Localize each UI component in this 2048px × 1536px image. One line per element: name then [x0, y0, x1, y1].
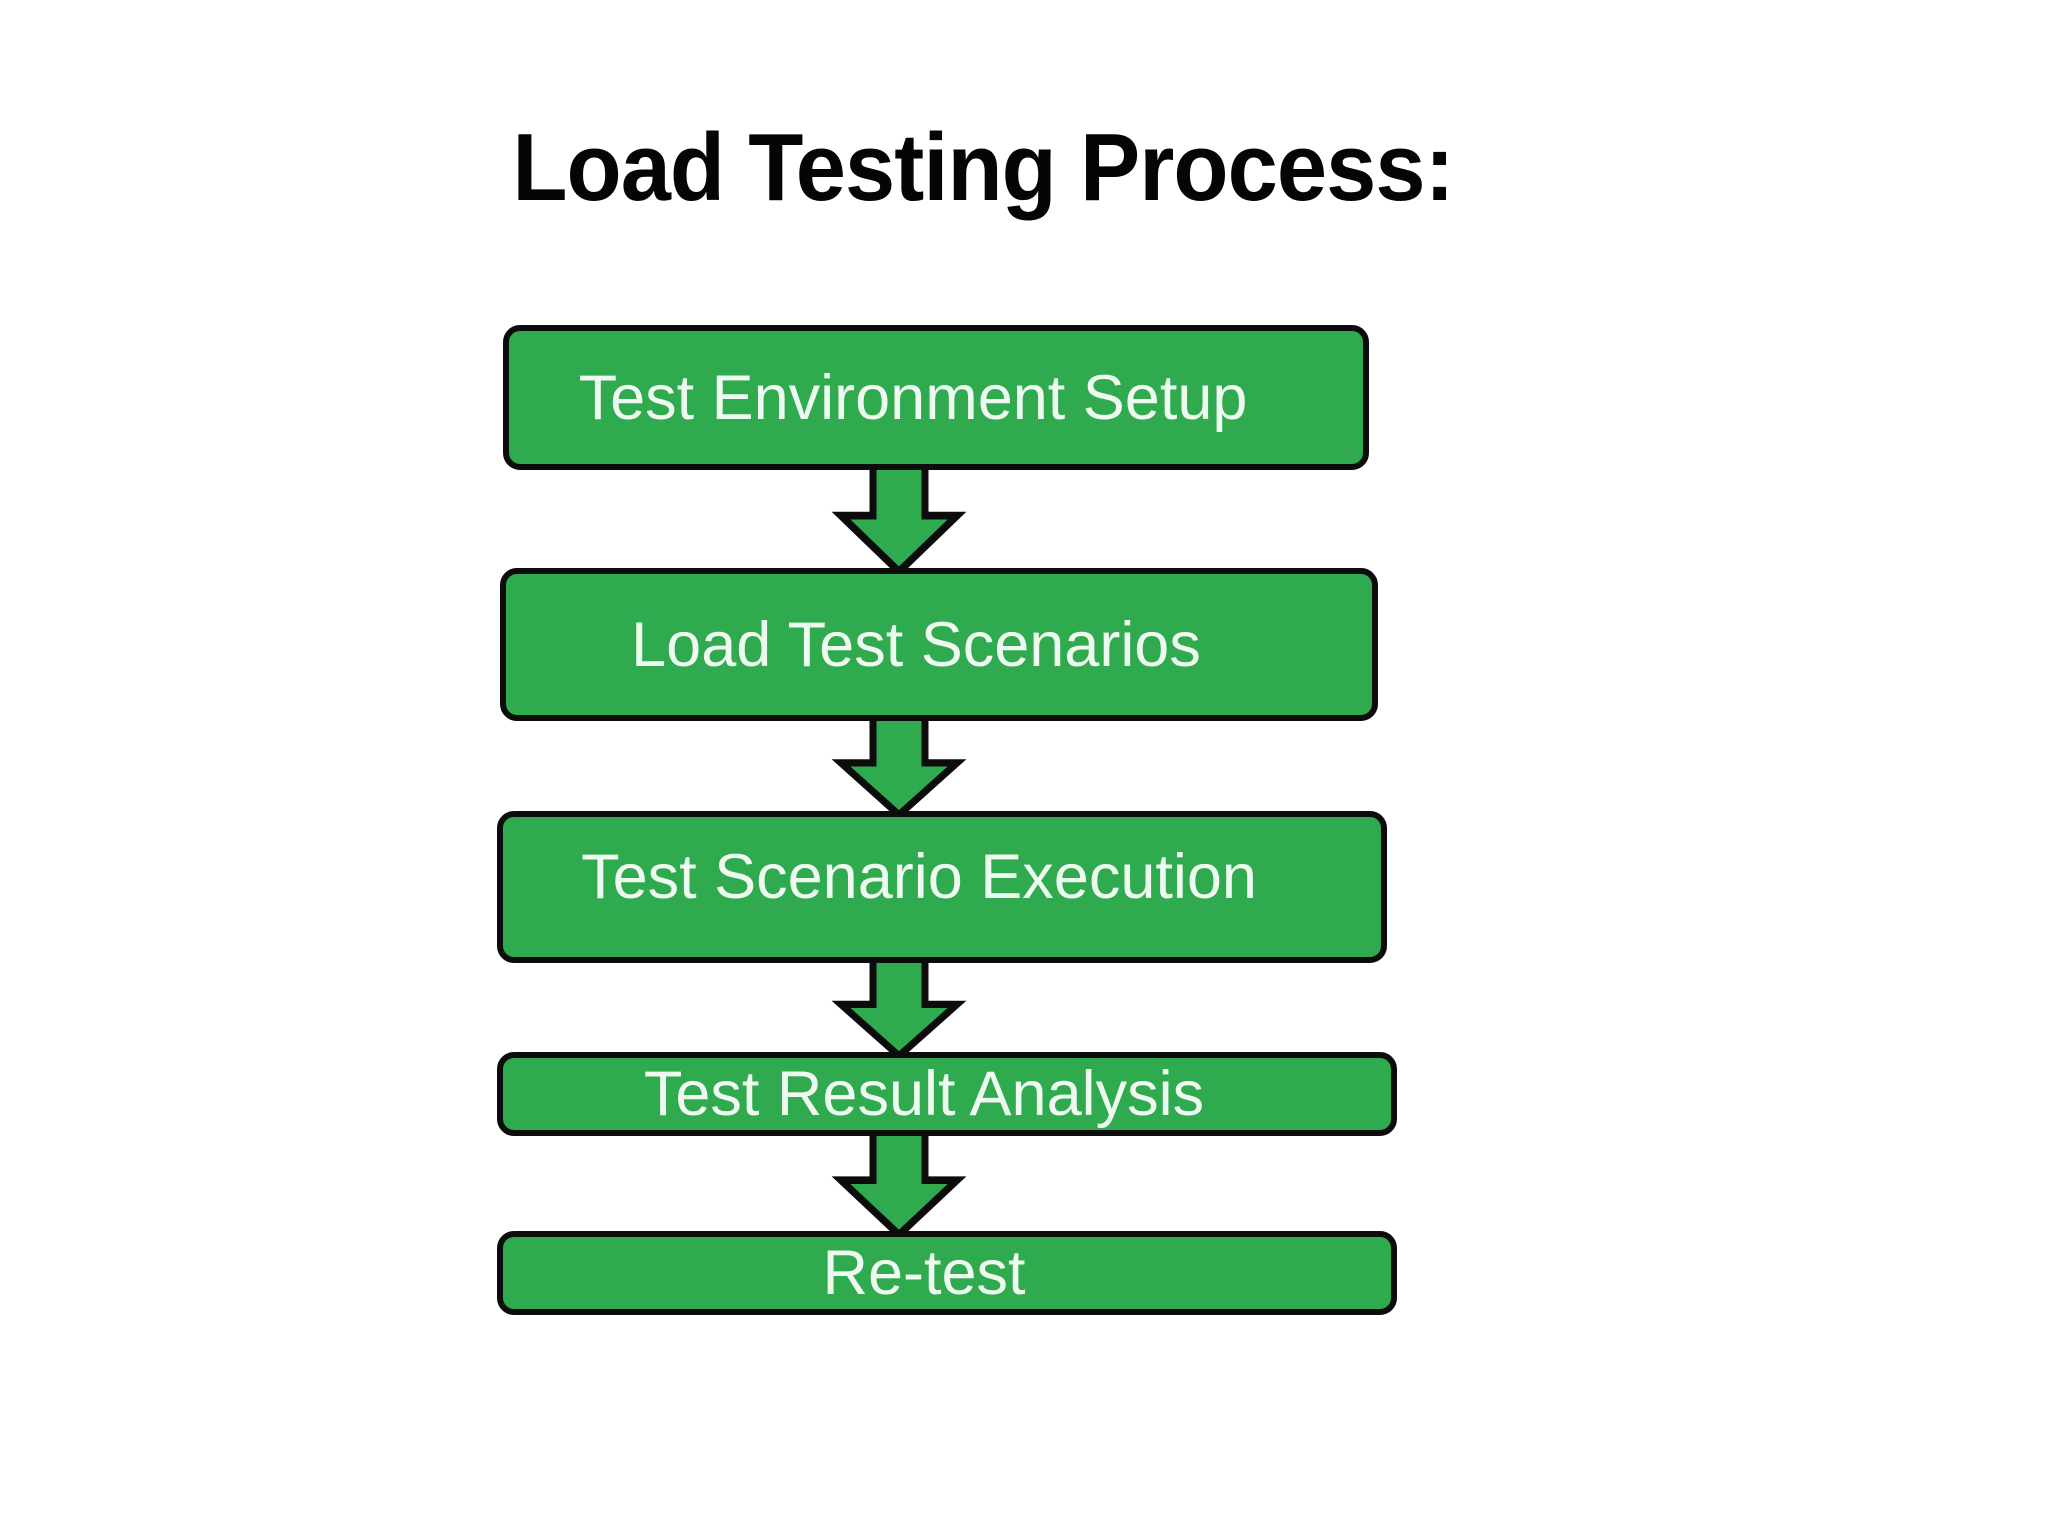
flow-connector	[497, 463, 1397, 575]
down-arrow-icon	[831, 714, 967, 818]
flow-connector	[497, 714, 1397, 818]
down-arrow-icon	[831, 1129, 967, 1238]
flow-step-label: Test Environment Setup	[578, 362, 1248, 433]
flow-step-label: Test Result Analysis	[643, 1059, 1205, 1129]
flow-connector	[497, 956, 1397, 1059]
flow-connector	[497, 1129, 1397, 1238]
flow-step-label: Re-test	[822, 1238, 1026, 1308]
flow-step-re-test: Re-test	[497, 1231, 1397, 1315]
flowchart: Test Environment Setup Load Test Scenari…	[497, 325, 1397, 1315]
page-title: Load Testing Process:	[512, 114, 1454, 222]
flow-step-test-result-analysis: Test Result Analysis	[497, 1052, 1397, 1136]
flow-step-label: Test Scenario Execution	[581, 842, 1257, 912]
flow-step-test-environment-setup: Test Environment Setup	[503, 325, 1369, 470]
flow-step-label: Load Test Scenarios	[631, 609, 1201, 680]
down-arrow-icon	[831, 463, 967, 575]
down-arrow-icon	[831, 956, 967, 1059]
flow-step-load-test-scenarios: Load Test Scenarios	[500, 568, 1378, 721]
flow-step-test-scenario-execution: Test Scenario Execution	[497, 811, 1387, 963]
